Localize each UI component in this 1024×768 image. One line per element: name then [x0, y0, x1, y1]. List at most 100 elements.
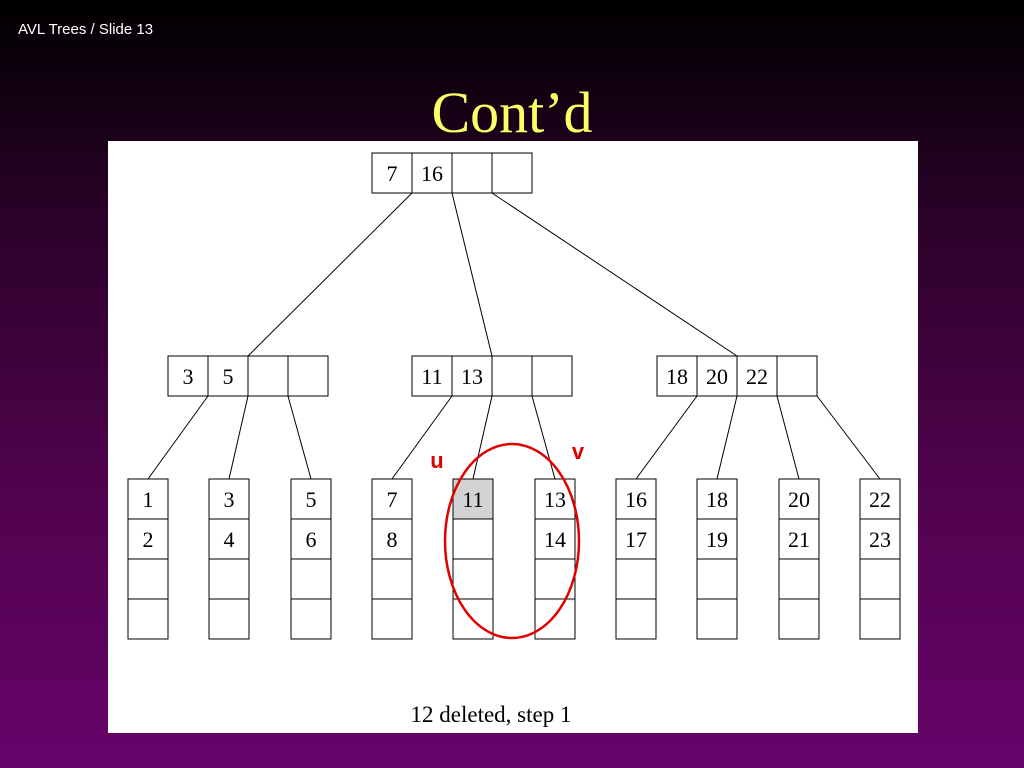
internal-node-3-cell	[736, 355, 778, 397]
leaf-node-3-cell	[290, 558, 332, 600]
internal-node-3-cell	[776, 355, 818, 397]
internal-node-1-cell	[247, 355, 289, 397]
leaf-node-8-cell	[696, 558, 738, 600]
tree-edge	[451, 192, 493, 357]
leaf-node-6-key: 14	[544, 527, 566, 552]
internal-node-2: 11 13	[411, 355, 573, 397]
leaf-node-3-cell	[290, 478, 332, 520]
tree-edge	[228, 395, 249, 480]
leaf-node-7-key: 17	[625, 527, 647, 552]
internal-node-1-key: 3	[183, 364, 194, 389]
internal-node-2-cell	[491, 355, 533, 397]
leaf-node-10-key: 23	[869, 527, 891, 552]
leaf-node-4-cell	[371, 558, 413, 600]
leaf-node-9-cell	[778, 598, 820, 640]
leaf-node-6-cell	[534, 598, 576, 640]
slide-title: Cont’d	[431, 80, 593, 145]
leaf-node-5-cell	[452, 518, 494, 560]
marker-u: u	[430, 448, 443, 473]
leaf-node-10-cell	[859, 558, 901, 600]
leaf-node-4: 78	[371, 478, 413, 640]
leaf-node-9-key: 20	[788, 487, 810, 512]
leaf-node-9-cell	[778, 518, 820, 560]
leaf-node-4-key: 8	[387, 527, 398, 552]
leaf-node-2-key: 3	[224, 487, 235, 512]
internal-node-3-key: 18	[666, 364, 688, 389]
leaf-node-10-cell	[859, 478, 901, 520]
internal-node-1-cell	[167, 355, 209, 397]
tree-edge	[391, 395, 453, 480]
leaf-node-2-cell	[208, 558, 250, 600]
leaf-node-1-cell	[127, 558, 169, 600]
leaf-node-2-cell	[208, 598, 250, 640]
leaf-node-1-cell	[127, 478, 169, 520]
internal-node-2-key: 13	[461, 364, 483, 389]
leaf-node-8-cell	[696, 518, 738, 560]
internal-node-3-key: 22	[746, 364, 768, 389]
tree-edge	[531, 395, 556, 480]
tree-edge	[635, 395, 698, 480]
root-node-key: 16	[421, 161, 443, 186]
internal-node-3-key: 20	[706, 364, 728, 389]
internal-node-1-cell	[287, 355, 329, 397]
leaf-node-4-cell	[371, 598, 413, 640]
leaf-node-8-key: 18	[706, 487, 728, 512]
leaf-node-1-cell	[127, 518, 169, 560]
leaf-node-3-key: 5	[306, 487, 317, 512]
leaf-node-5-cell	[452, 558, 494, 600]
internal-node-2-key: 11	[421, 364, 442, 389]
tree-edge	[247, 192, 413, 357]
leaf-node-3-key: 6	[306, 527, 317, 552]
leaf-node-8-cell	[696, 478, 738, 520]
tree-edge	[491, 192, 738, 357]
leaf-node-3: 56	[290, 478, 332, 640]
tree-edge	[716, 395, 738, 480]
internal-node-1-key: 5	[223, 364, 234, 389]
leaf-node-1-key: 1	[143, 487, 154, 512]
leaf-node-2-cell	[208, 478, 250, 520]
leaf-node-9-cell	[778, 478, 820, 520]
root-node: 7 16	[371, 152, 533, 194]
leaf-node-3-cell	[290, 598, 332, 640]
leaf-node-7-cell	[615, 558, 657, 600]
tree-edge	[287, 395, 312, 480]
tree-edges	[147, 192, 881, 480]
leaf-node-2: 34	[208, 478, 250, 640]
leaf-node-7-cell	[615, 518, 657, 560]
diagram-caption: 12 deleted, step 1	[411, 702, 572, 727]
leaf-node-8-key: 19	[706, 527, 728, 552]
leaf-node-2-cell	[208, 518, 250, 560]
leaf-node-9-cell	[778, 558, 820, 600]
leaf-node-1-cell	[127, 598, 169, 640]
leaf-node-5-cell	[452, 478, 494, 520]
leaf-node-8-cell	[696, 598, 738, 640]
root-node-cell	[411, 152, 453, 194]
leaf-node-1: 12	[127, 478, 169, 640]
tree-edge	[472, 395, 493, 480]
leaf-node-6-key: 13	[544, 487, 566, 512]
marker-v: v	[572, 439, 585, 464]
tree-edge	[816, 395, 881, 480]
leaf-node-1-key: 2	[143, 527, 154, 552]
tree-edge	[147, 395, 209, 480]
highlight-circle	[443, 442, 581, 640]
leaf-node-10-cell	[859, 598, 901, 640]
internal-node-2-cell	[531, 355, 573, 397]
leaf-node-5: 11	[452, 478, 494, 640]
root-node-key: 7	[387, 161, 398, 186]
internal-node-3: 18 20 22	[656, 355, 818, 397]
root-node-cell	[491, 152, 533, 194]
leaf-node-3-cell	[290, 518, 332, 560]
tree-edge	[776, 395, 800, 480]
leaf-node-2-key: 4	[224, 527, 235, 552]
slide-header: AVL Trees / Slide 13	[18, 21, 154, 38]
leaf-node-5-key: 11	[462, 487, 483, 512]
